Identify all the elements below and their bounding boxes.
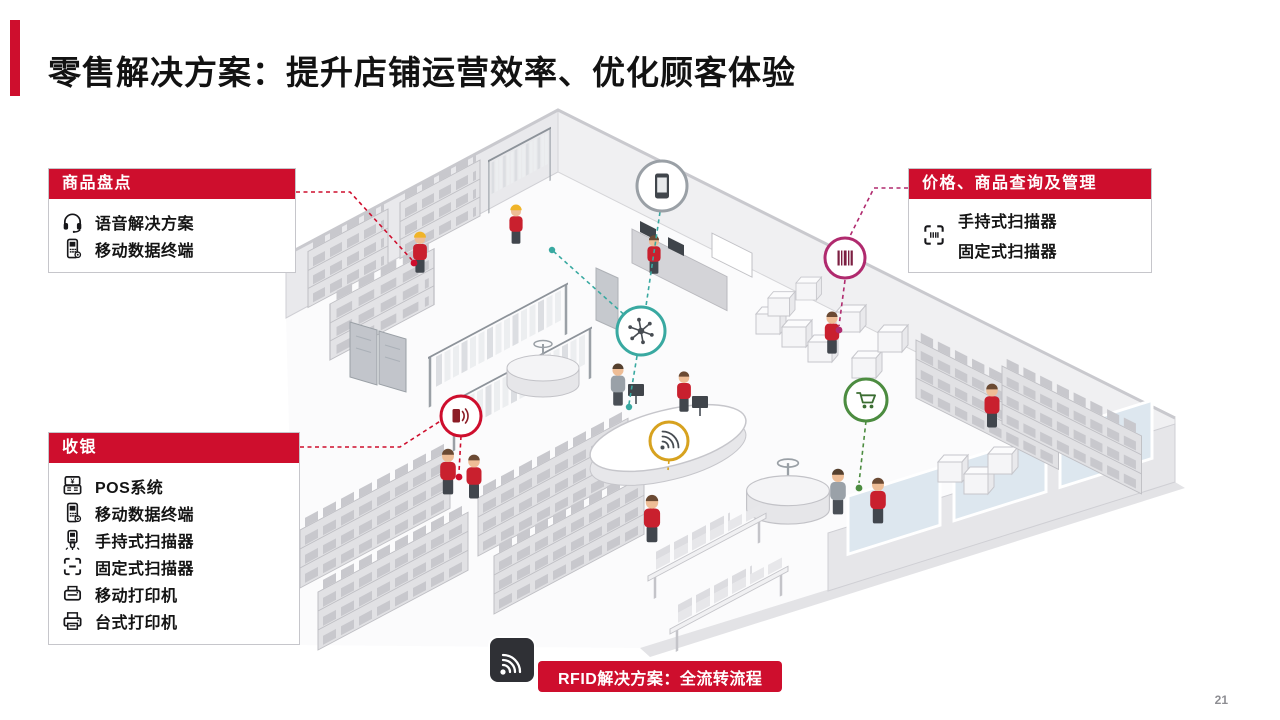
rfid-banner-label: RFID解决方案：全流转流程 [558,670,763,688]
mobile-printer-icon [61,582,84,605]
list-item: 移动数据终端 [61,499,287,526]
list-item-label: 移动数据终端 [95,506,195,524]
list-item: 手持式扫描器 [61,526,287,553]
callout-checkout: 收银 ¥ POS系统 移动数据终端 手持式扫描器 固定式扫描器 [48,432,300,645]
list-item-label: 手持式扫描器 [95,533,195,551]
callout-inventory: 商品盘点 语音解决方案 移动数据终端 [48,168,296,273]
list-item: ¥ POS系统 [61,472,287,499]
handheld-scanner-icon [61,528,84,551]
list-item-label: 移动打印机 [95,587,178,605]
fixed-scanner-icon [61,555,84,578]
contactless-reader-badge [439,394,483,438]
accent-bar [10,20,20,96]
callout-checkout-header: 收银 [49,433,299,463]
shopping-cart-badge [843,377,889,423]
entrance-doors [349,321,407,393]
rfid-banner: RFID解决方案：全流转流程 [538,661,783,692]
list-item-label: 语音解决方案 [95,215,195,233]
list-item: 移动打印机 [61,580,287,607]
list-item-label: 固定式扫描器 [95,560,195,578]
scan-frame-icon [921,222,947,248]
list-item-label: 移动数据终端 [95,242,195,260]
barcode-badge [823,236,867,280]
list-item-label: 固定式扫描器 [958,244,1058,261]
page-title: 零售解决方案：提升店铺运营效率、优化顾客体验 [48,54,796,91]
headset-icon [61,210,84,233]
mobile-computer-badge [635,159,689,213]
list-item-label: 手持式扫描器 [958,214,1058,231]
connector-lines [296,187,908,484]
list-item: 台式打印机 [61,607,287,634]
list-item-label: POS系统 [95,479,164,497]
callout-price-query: 价格、商品查询及管理 手持式扫描器 固定式扫描器 [908,168,1152,273]
list-item: 语音解决方案 [61,208,283,235]
svg-text:¥: ¥ [71,477,75,485]
contactless-counter-badge [648,420,690,462]
list-item: 移动数据终端 [61,235,283,262]
callout-price-query-header: 价格、商品查询及管理 [909,169,1151,199]
list-item: 固定式扫描器 [61,553,287,580]
pos-icon: ¥ [61,474,84,497]
back-door [595,267,619,331]
page-number: 21 [1214,693,1228,707]
mobile-data-terminal-icon [61,501,84,524]
connector-dots [410,246,863,492]
list-item-label: 台式打印机 [95,614,178,632]
desktop-printer-icon [61,609,84,632]
wireless-network-badge [615,305,667,357]
rfid-chip-icon [488,636,536,684]
mobile-data-terminal-icon [61,237,84,260]
callout-inventory-header: 商品盘点 [49,169,295,199]
